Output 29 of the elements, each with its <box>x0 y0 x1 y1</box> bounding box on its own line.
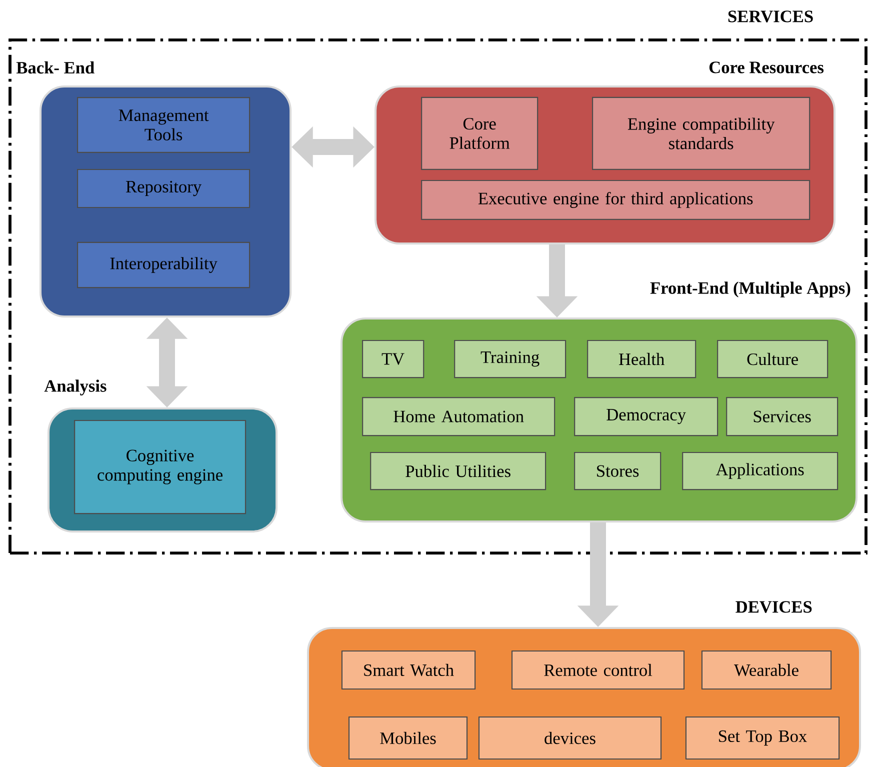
item-box: Stores <box>574 452 662 490</box>
item-box: Wearable <box>701 650 832 690</box>
group-heading: Back- End <box>16 61 94 74</box>
item-box: Culture <box>717 340 828 378</box>
item-box: Executive engine for third applications <box>421 180 810 220</box>
item-box: Remote control <box>511 650 685 690</box>
item-box: Mobiles <box>348 716 468 760</box>
item-box: Democracy <box>574 397 718 436</box>
item-box: Management Tools <box>77 97 250 153</box>
item-box: Repository <box>77 168 250 208</box>
item-box: Set Top Box <box>685 716 840 760</box>
item-box: Interoperability <box>77 242 250 288</box>
item-box: Smart Watch <box>341 650 476 690</box>
item-box: Home Automation <box>362 397 556 436</box>
item-box: Engine compatibility standards <box>592 96 810 170</box>
item-box: Services <box>726 397 838 436</box>
item-box: Applications <box>682 452 838 490</box>
item-box: devices <box>478 716 662 760</box>
group-heading: Front-End (Multiple Apps) <box>650 282 850 298</box>
item-box: Training <box>454 340 566 378</box>
item-box: Public Utilities <box>370 452 546 490</box>
group-heading: Core Resources <box>709 62 824 74</box>
item-box: Health <box>587 340 696 378</box>
item-box: TV <box>362 340 424 378</box>
group-heading: DEVICES <box>736 601 812 613</box>
item-box: Core Platform <box>421 96 538 170</box>
item-box: Cognitive computing engine <box>74 420 246 514</box>
group-heading: SERVICES <box>728 10 813 22</box>
group-heading: Analysis <box>44 380 106 396</box>
